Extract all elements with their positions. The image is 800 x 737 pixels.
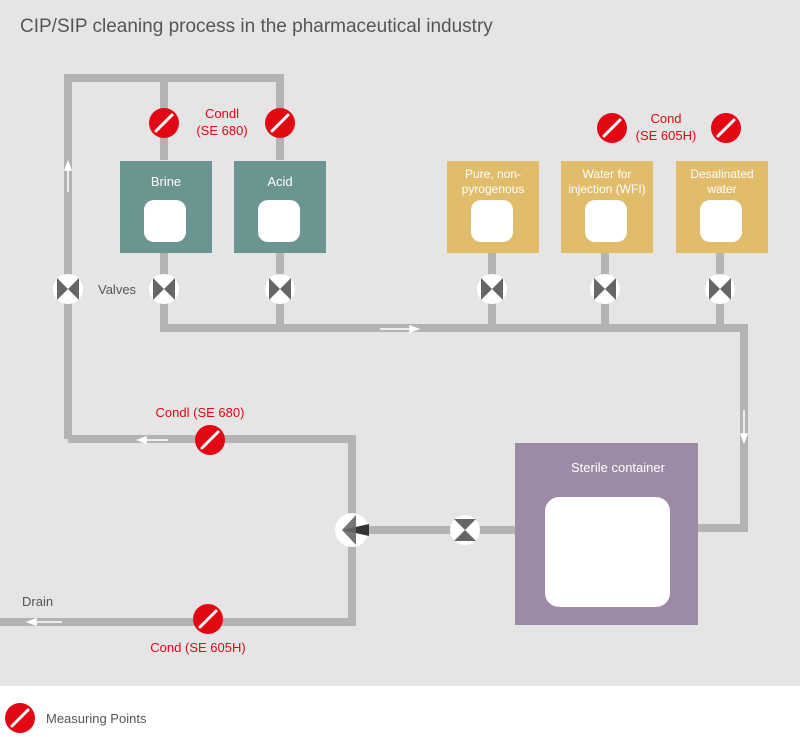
valve-brine[interactable] bbox=[149, 274, 179, 304]
tank-pure-label-1: Pure, non- bbox=[465, 167, 521, 181]
legend-background bbox=[0, 686, 800, 737]
tank-acid-label: Acid bbox=[267, 174, 292, 189]
cond-top-label-2: (SE 605H) bbox=[636, 128, 697, 143]
sensor-cond-right[interactable] bbox=[709, 111, 743, 145]
tank-desal-label-2: water bbox=[706, 182, 736, 196]
tank-wfi-window bbox=[585, 200, 627, 242]
tank-wfi-label-2: injection (WFI) bbox=[568, 182, 645, 196]
condl-return-label: Condl (SE 680) bbox=[156, 405, 245, 420]
flow-arrows bbox=[25, 159, 749, 627]
condl-top-label-2: (SE 680) bbox=[196, 123, 247, 138]
valve-acid[interactable] bbox=[265, 274, 295, 304]
valve-pure[interactable] bbox=[477, 274, 507, 304]
sterile-container-label: Sterile container bbox=[571, 460, 666, 475]
valve-container-outlet[interactable] bbox=[450, 515, 480, 545]
tank-desal-window bbox=[700, 200, 742, 242]
legend-sensor-icon bbox=[3, 701, 37, 735]
tank-pure-label-2: pyrogenous bbox=[462, 182, 525, 196]
condl-top-label-1: Condl bbox=[205, 106, 239, 121]
sensor-cond-left[interactable] bbox=[595, 111, 629, 145]
sensor-condl-return[interactable] bbox=[193, 423, 227, 457]
sensor-cond-drain[interactable] bbox=[191, 602, 225, 636]
sensor-condl-brine[interactable] bbox=[147, 106, 181, 140]
tank-pure-window bbox=[471, 200, 513, 242]
tank-desal-label-1: Desalinated bbox=[690, 167, 753, 181]
valves-label: Valves bbox=[98, 282, 137, 297]
legend-measuring-points: Measuring Points bbox=[46, 711, 147, 726]
cond-top-label-1: Cond bbox=[650, 111, 681, 126]
sensor-condl-acid[interactable] bbox=[263, 106, 297, 140]
tank-brine-label: Brine bbox=[151, 174, 181, 189]
valve-desal[interactable] bbox=[705, 274, 735, 304]
tank-brine-window bbox=[144, 200, 186, 242]
sterile-container-window bbox=[545, 497, 670, 607]
tank-acid-window bbox=[258, 200, 300, 242]
diagram-title: CIP/SIP cleaning process in the pharmace… bbox=[20, 16, 493, 37]
valve-return[interactable] bbox=[53, 274, 83, 304]
tank-wfi-label-1: Water for bbox=[583, 167, 632, 181]
drain-label: Drain bbox=[22, 594, 53, 609]
cond-drain-label: Cond (SE 605H) bbox=[150, 640, 245, 655]
valve-wfi[interactable] bbox=[590, 274, 620, 304]
valve-three-way[interactable] bbox=[335, 513, 369, 547]
